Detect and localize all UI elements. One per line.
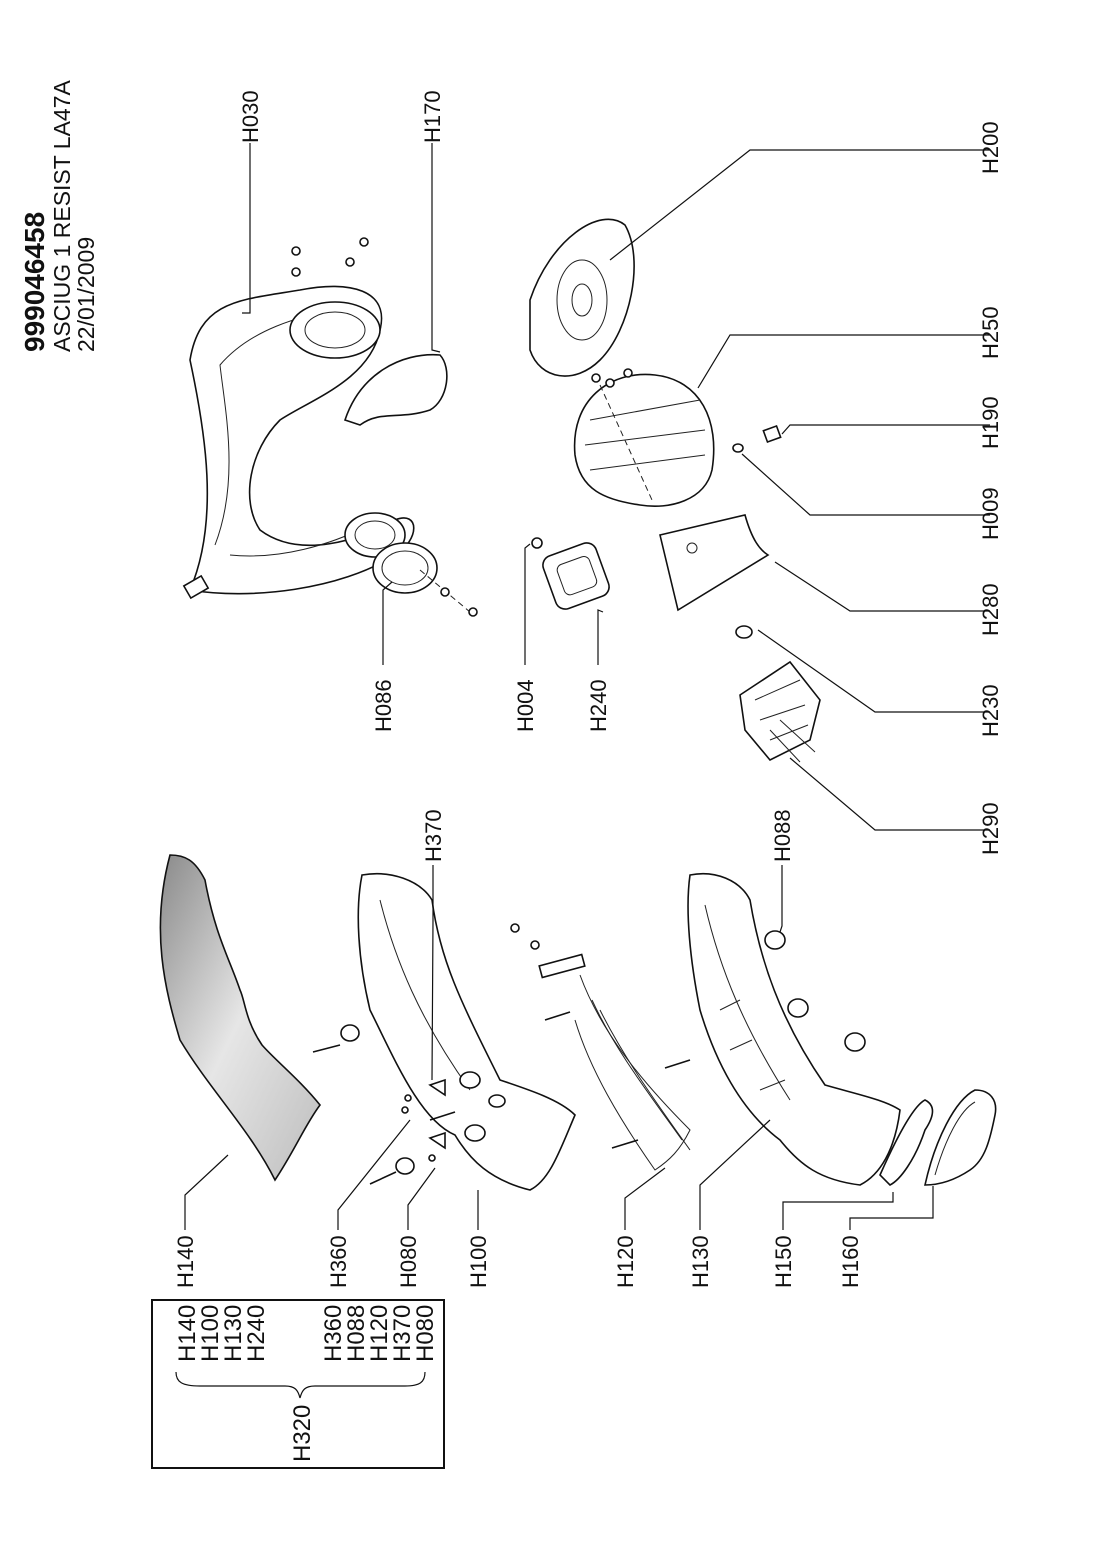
header-block: 999046458 ASCIUG 1 RESIST LA47A 22/01/20… xyxy=(19,79,99,352)
label-h230: H230 xyxy=(978,684,1003,737)
motor-part xyxy=(739,660,821,763)
label-h009: H009 xyxy=(978,487,1003,540)
drawing-date: 22/01/2009 xyxy=(73,237,99,352)
part-labels: H030 H170 H200 H250 H190 H009 H280 H230 … xyxy=(173,90,1003,1288)
label-h150: H150 xyxy=(771,1235,796,1288)
label-h120: H120 xyxy=(613,1235,638,1288)
filter-grommet-part xyxy=(531,537,610,610)
heater-parts-fasteners xyxy=(312,1024,456,1185)
fan-housing-part xyxy=(573,368,715,507)
label-h280: H280 xyxy=(978,583,1003,636)
label-h004: H004 xyxy=(513,679,538,732)
duct-clamp-ring-part xyxy=(372,542,478,617)
label-h250: H250 xyxy=(978,306,1003,359)
label-h100: H100 xyxy=(466,1235,491,1288)
outlet-gaskets-part xyxy=(879,1089,997,1186)
insulation-sheet-part xyxy=(159,854,322,1182)
kit-item: H120 xyxy=(366,1305,393,1362)
label-h200: H200 xyxy=(978,121,1003,174)
upper-heater-duct-part xyxy=(357,872,576,1191)
drawing-code: 999046458 xyxy=(19,212,50,352)
kit-item: H140 xyxy=(174,1305,201,1362)
lower-heater-duct-part xyxy=(687,873,901,1186)
bushings-lower xyxy=(764,930,866,1052)
label-h130: H130 xyxy=(688,1235,713,1288)
kit-item: H088 xyxy=(343,1305,370,1362)
kit-item: H130 xyxy=(220,1305,247,1362)
label-h086: H086 xyxy=(371,679,396,732)
label-h190: H190 xyxy=(978,396,1003,449)
label-h088: H088 xyxy=(770,809,795,862)
kit-name: H320 xyxy=(289,1405,316,1462)
fan-impeller-part xyxy=(529,218,635,377)
kit-item: H240 xyxy=(243,1305,270,1362)
heating-resistor-part xyxy=(510,923,691,1171)
kit-item: H100 xyxy=(197,1305,224,1362)
bracket-plate-part xyxy=(659,514,770,612)
kit-item: H080 xyxy=(412,1305,439,1362)
label-h080: H080 xyxy=(396,1235,421,1288)
label-h370: H370 xyxy=(421,809,446,862)
label-h160: H160 xyxy=(838,1235,863,1288)
label-h290: H290 xyxy=(978,802,1003,855)
small-clip-part xyxy=(732,424,782,453)
fixing-screws-top xyxy=(291,237,369,277)
kit-brace xyxy=(175,1371,426,1399)
upper-duct-cover-part xyxy=(182,285,415,600)
kit-item: H370 xyxy=(389,1305,416,1362)
label-h360: H360 xyxy=(326,1235,351,1288)
label-h240: H240 xyxy=(586,679,611,732)
label-h170: H170 xyxy=(420,90,445,143)
label-h140: H140 xyxy=(173,1235,198,1288)
drawing-title: ASCIUG 1 RESIST LA47A xyxy=(49,79,75,352)
label-h030: H030 xyxy=(238,90,263,143)
small-bushing-part xyxy=(735,625,753,639)
kit-item: H360 xyxy=(320,1305,347,1362)
duct-gasket-part xyxy=(343,353,448,426)
kit-box: H140 H100 H130 H240 H360 H088 H120 H370 … xyxy=(151,1299,445,1469)
leader-lines xyxy=(184,143,990,1230)
